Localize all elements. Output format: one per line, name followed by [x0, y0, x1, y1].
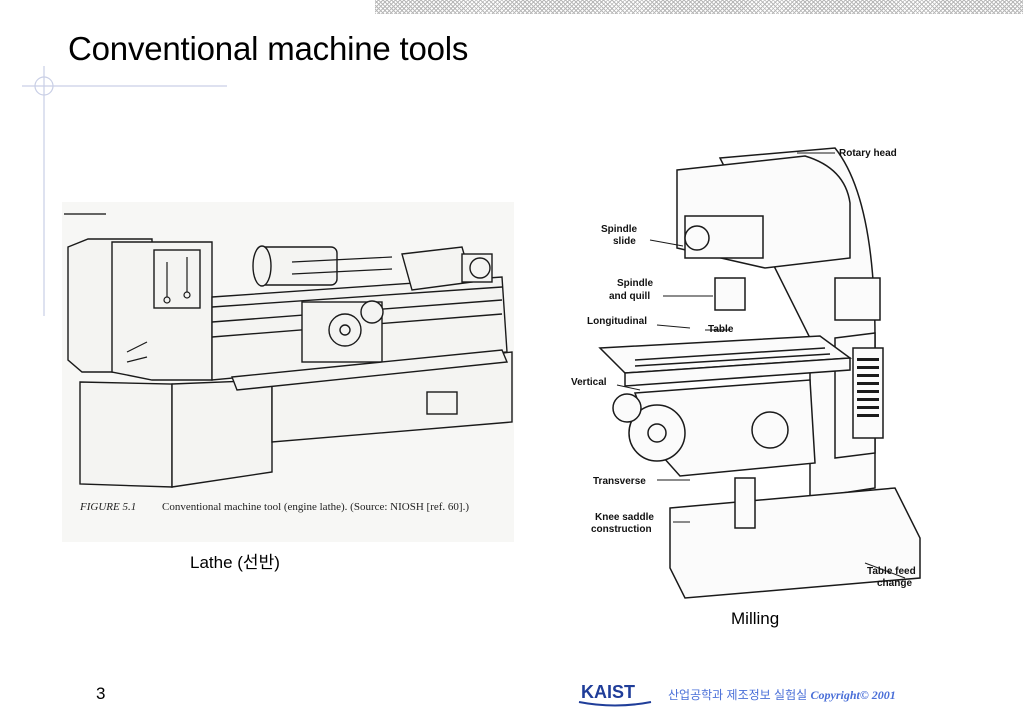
label-spindle-quill-1: Spindle [617, 278, 654, 289]
kaist-logo-text: KAIST [581, 682, 635, 702]
slide-title: Conventional machine tools [68, 30, 469, 67]
milling-caption: Milling [731, 609, 780, 628]
footer-lab-name: 산업공학과 제조정보 실험실 [668, 688, 808, 702]
label-spindle-quill-2: and quill [609, 291, 650, 302]
label-knee-saddle-2: construction [591, 524, 652, 535]
label-table: Table [708, 324, 734, 335]
lathe-drawing: FIGURE 5.1 Conventional machine tool (en… [62, 202, 514, 542]
label-spindle-slide-1: Spindle [601, 224, 638, 235]
label-longitudinal: Longitudinal [587, 316, 647, 327]
header-pattern-bar [375, 0, 1023, 14]
page-number: 3 [96, 684, 106, 703]
lathe-figure: FIGURE 5.1 Conventional machine tool (en… [62, 202, 514, 542]
label-vertical: Vertical [571, 377, 607, 388]
lathe-figure-label: FIGURE 5.1 [79, 501, 136, 513]
title-crosshair-decoration [22, 66, 227, 316]
milling-drawing: Rotary head Spindle slide Spindle and qu… [571, 147, 921, 599]
milling-figure: Rotary head Spindle slide Spindle and qu… [565, 108, 925, 608]
label-rotary-head: Rotary head [839, 148, 897, 159]
label-table-feed-2: change [877, 578, 912, 589]
label-transverse: Transverse [593, 476, 646, 487]
footer-copyright: Copyright© 2001 [810, 688, 896, 702]
footer-credit: 산업공학과 제조정보 실험실 Copyright© 2001 [668, 686, 896, 703]
lathe-figure-caption: Conventional machine tool (engine lathe)… [162, 501, 469, 513]
label-table-feed-1: Table feed [867, 566, 916, 577]
label-knee-saddle-1: Knee saddle [595, 512, 654, 523]
lathe-caption: Lathe (선반) [190, 553, 280, 572]
label-spindle-slide-2: slide [613, 236, 636, 247]
kaist-logo: KAIST [578, 682, 652, 707]
